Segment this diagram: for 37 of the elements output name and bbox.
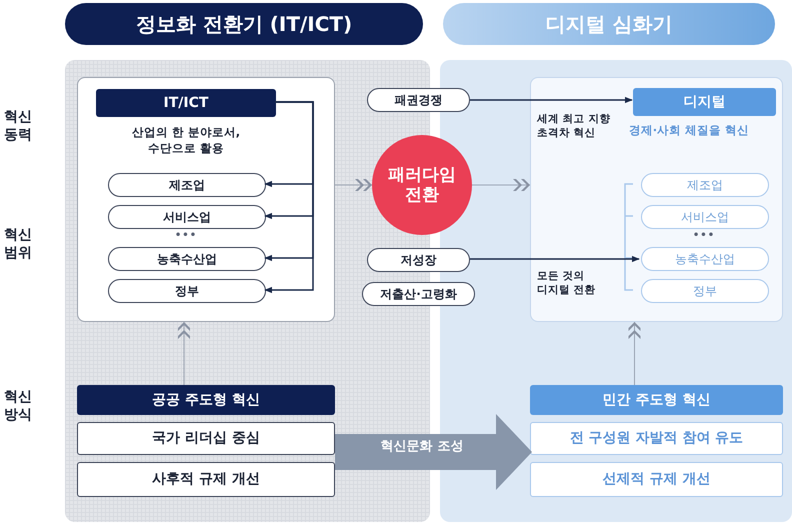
title-bar: 공공 주도형 혁신 bbox=[77, 385, 335, 415]
title-bar: 민간 주도형 혁신 bbox=[530, 385, 783, 415]
rounded-tag: 정부 bbox=[108, 279, 266, 303]
list-row: 전 구성원 자발적 참여 유도 bbox=[530, 422, 783, 455]
list-row: 선제적 규제 개선 bbox=[530, 462, 783, 497]
title-bar: 디지털 bbox=[633, 88, 776, 116]
row-label: 혁신 동력 bbox=[4, 108, 33, 144]
caption-text: 산업의 한 분야로서, 수단으로 활용 bbox=[130, 125, 242, 156]
block-arrow bbox=[335, 414, 532, 490]
content-card bbox=[530, 77, 783, 322]
period-header: 정보화 전환기 (IT/ICT) bbox=[65, 3, 423, 45]
rounded-tag: 서비스업 bbox=[641, 205, 769, 229]
rounded-tag: 패권경쟁 bbox=[367, 88, 470, 112]
rounded-tag: 농축수산업 bbox=[641, 247, 769, 271]
ellipsis-mark: ••• bbox=[692, 229, 716, 242]
edge-label: 모든 것의 디지털 전환 bbox=[537, 270, 597, 298]
edge-label: 세계 최고 지향 초격차 혁신 bbox=[537, 113, 612, 140]
arrow bbox=[470, 96, 633, 104]
rounded-tag: 농축수산업 bbox=[108, 247, 266, 271]
content-card bbox=[77, 77, 335, 322]
rounded-tag: 정부 bbox=[641, 279, 769, 303]
row-label: 혁신 방식 bbox=[4, 388, 33, 424]
arrow bbox=[470, 256, 640, 262]
period-header: 디지털 심화기 bbox=[443, 3, 775, 45]
title-bar: IT/ICT bbox=[96, 89, 276, 117]
list-row: 사후적 규제 개선 bbox=[77, 462, 335, 497]
arrow bbox=[264, 101, 314, 294]
rounded-tag: 제조업 bbox=[108, 173, 266, 197]
list-row: 국가 리더십 중심 bbox=[77, 422, 335, 455]
ellipsis-mark: ••• bbox=[174, 229, 198, 242]
rounded-tag: 저출산·고령화 bbox=[362, 282, 475, 306]
rounded-tag: 저성장 bbox=[367, 248, 470, 272]
caption-text: 경제·사회 체질을 혁신 bbox=[628, 123, 750, 139]
row-label: 혁신 범위 bbox=[4, 226, 33, 262]
edge-label: 혁신문화 조성 bbox=[380, 439, 464, 456]
rounded-tag: 서비스업 bbox=[108, 205, 266, 229]
rounded-tag: 제조업 bbox=[641, 173, 769, 197]
